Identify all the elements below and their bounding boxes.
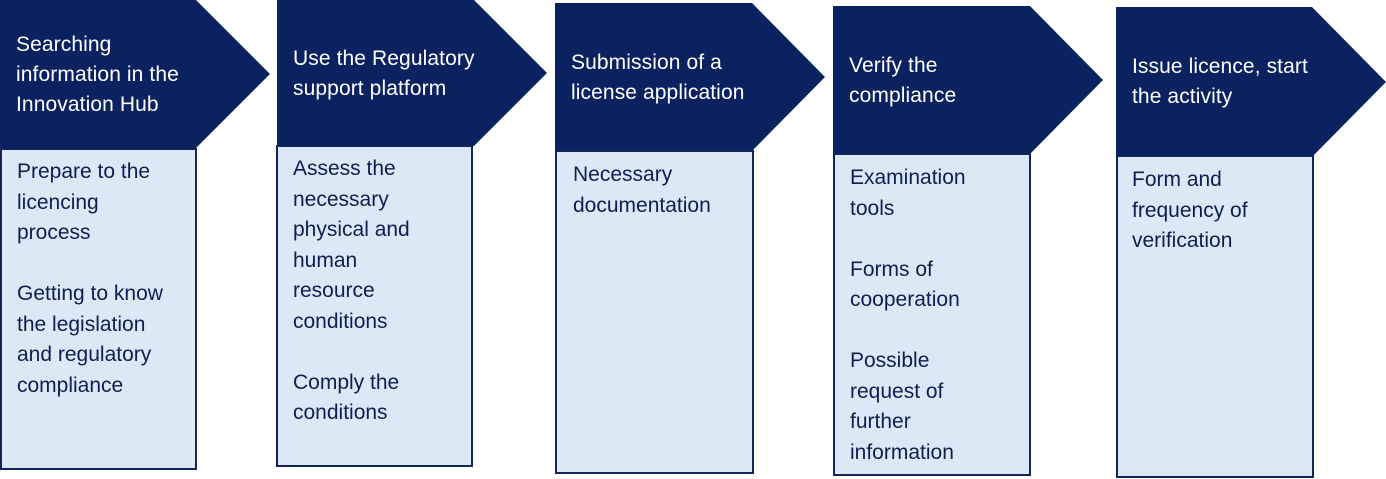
step-3-title-line: license application bbox=[571, 81, 745, 104]
step-5-detail-list: Form and frequency of verification bbox=[1132, 165, 1248, 257]
step-2-title: Use the Regulatory support platform bbox=[293, 44, 475, 104]
detail-item-line: cooperation bbox=[850, 288, 960, 311]
step-5-arrow-header bbox=[1116, 7, 1386, 157]
step-1-detail-box bbox=[0, 148, 197, 470]
detail-item-line: Forms of bbox=[850, 257, 933, 281]
detail-item-line: request of bbox=[850, 379, 944, 403]
step-5-detail-item: Form and frequency of verification bbox=[1132, 165, 1248, 257]
step-2-arrow-shape bbox=[277, 0, 547, 146]
step-4-detail-box bbox=[833, 153, 1031, 476]
detail-item-line: tools bbox=[850, 196, 895, 220]
step-4-detail-item: Possible request of further information bbox=[850, 346, 966, 468]
step-2-detail-box bbox=[276, 145, 473, 467]
detail-item-line: frequency of bbox=[1132, 198, 1248, 222]
step-5-title-line: the activity bbox=[1132, 85, 1233, 108]
detail-item-line: information bbox=[850, 440, 954, 464]
step-4-title: Verify the compliance bbox=[849, 51, 956, 111]
detail-item-line: Necessary bbox=[573, 163, 673, 186]
step-2-detail-list: Assess the necessary physical and human reso… bbox=[293, 154, 410, 429]
detail-item-line: resource bbox=[293, 279, 375, 302]
step-3-arrow-header bbox=[555, 3, 825, 151]
step-2-arrow-header bbox=[277, 0, 547, 146]
detail-item-line: Prepare to the bbox=[17, 160, 151, 183]
step-1-title-line: Searching bbox=[16, 33, 112, 56]
detail-item-line: further bbox=[850, 410, 911, 433]
step-3-title-line: Submission of a bbox=[571, 51, 722, 74]
step-4-arrow-shape bbox=[833, 6, 1103, 154]
detail-item-line: Comply the bbox=[293, 370, 400, 394]
step-1-detail-item: Getting to know the legislation and regula… bbox=[17, 279, 163, 401]
step-3-detail-list: Necessary documentation bbox=[573, 160, 711, 221]
step-5-arrow-shape bbox=[1116, 7, 1386, 157]
step-2-detail-item: Comply the conditions bbox=[293, 368, 410, 429]
step-1-arrow-header bbox=[0, 0, 270, 148]
detail-item-line: Assess the bbox=[293, 157, 396, 180]
step-4-title-line: compliance bbox=[849, 84, 957, 107]
detail-item-line: Examination bbox=[850, 166, 966, 189]
detail-item-line: conditions bbox=[293, 401, 388, 424]
step-3-arrow-shape bbox=[555, 3, 825, 151]
step-4-title-line: Verify the bbox=[849, 54, 938, 77]
detail-item-line: Form and bbox=[1132, 168, 1222, 191]
step-2-detail-item: Assess the necessary physical and human reso… bbox=[293, 154, 410, 337]
step-4-detail-item: Forms of cooperation bbox=[850, 255, 966, 316]
detail-item-line: Getting to know bbox=[17, 282, 163, 305]
step-5-title: Issue licence, start the activity bbox=[1132, 52, 1308, 112]
detail-item-line: human bbox=[293, 248, 358, 272]
step-1-title-line: information in the bbox=[16, 63, 179, 86]
detail-item-line: necessary bbox=[293, 187, 389, 211]
item-spacer bbox=[293, 337, 410, 368]
step-1-arrow-shape bbox=[0, 0, 270, 148]
detail-item-line: compliance bbox=[17, 373, 124, 397]
detail-item-line: documentation bbox=[573, 193, 711, 217]
item-spacer bbox=[850, 316, 966, 347]
step-3-detail-box bbox=[555, 150, 754, 474]
step-1-detail-item: Prepare to the licencing process bbox=[17, 157, 163, 249]
step-1-title-line: Innovation Hub bbox=[16, 93, 159, 116]
step-5-detail-box bbox=[1116, 155, 1314, 478]
detail-item-line: licencing bbox=[17, 190, 99, 214]
item-spacer bbox=[850, 224, 966, 255]
item-spacer bbox=[17, 249, 163, 280]
step-2-title-line: support platform bbox=[293, 77, 447, 100]
step-2-title-line: Use the Regulatory bbox=[293, 47, 475, 70]
step-3-title: Submission of a license application bbox=[571, 48, 745, 108]
detail-item-line: verification bbox=[1132, 229, 1233, 252]
step-5-title-line: Issue licence, start bbox=[1132, 55, 1308, 78]
detail-item-line: the legislation bbox=[17, 312, 146, 336]
detail-item-line: physical and bbox=[293, 218, 410, 241]
detail-item-line: Possible bbox=[850, 349, 930, 372]
step-4-detail-item: Examination tools bbox=[850, 163, 966, 224]
detail-item-line: process bbox=[17, 221, 91, 244]
step-4-arrow-header bbox=[833, 6, 1103, 154]
step-3-detail-item: Necessary documentation bbox=[573, 160, 711, 221]
detail-item-line: conditions bbox=[293, 309, 388, 333]
detail-item-line: and regulatory bbox=[17, 343, 152, 366]
